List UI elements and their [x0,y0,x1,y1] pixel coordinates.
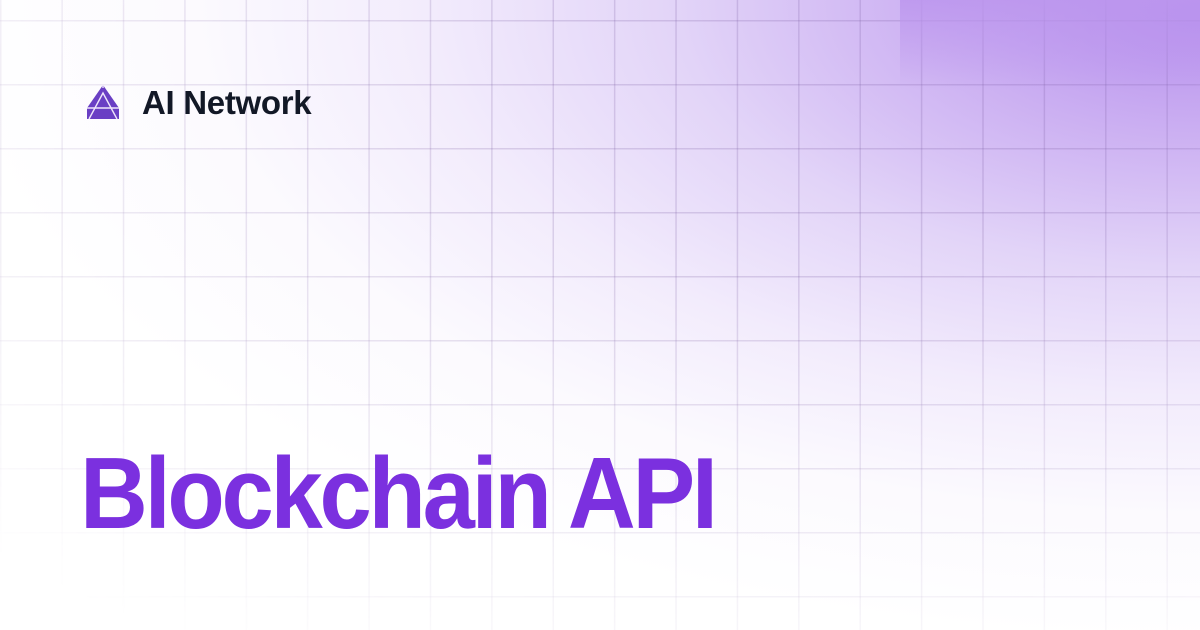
brand: AI Network [86,83,312,121]
brand-name: AI Network [142,83,312,121]
page-title: Blockchain API [80,438,718,550]
pyramid-logo-icon [87,85,119,120]
